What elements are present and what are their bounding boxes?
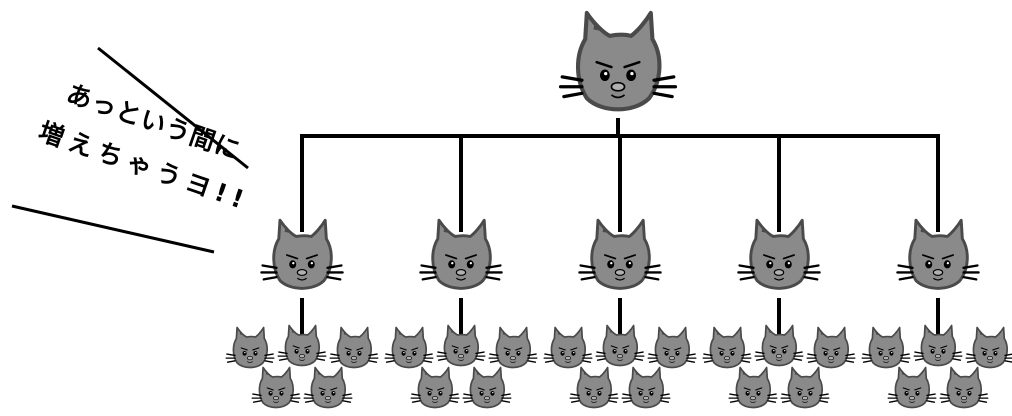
grandchild-cat-5-1-icon	[861, 326, 911, 369]
grandchild-cat-3-3-icon	[647, 326, 697, 369]
root-cat-icon	[561, 13, 676, 109]
grandchild-cat-5-4-icon	[887, 366, 937, 409]
grandchild-cat-4-4-icon	[728, 366, 778, 409]
grandchild-cat-3-1-icon	[543, 326, 593, 369]
grandchild-cat-4-5-icon	[780, 366, 830, 409]
grandchild-cat-3-5-icon	[621, 366, 671, 409]
grandchild-cat-4-3-icon	[806, 326, 856, 369]
grandchild-cat-2-3-icon	[488, 326, 538, 369]
grandchild-cat-1-1-icon	[225, 326, 275, 369]
grandchild-cat-5-5-icon	[939, 366, 989, 409]
grandchild-cat-3-4-icon	[569, 366, 619, 409]
grandchild-cat-4-1-icon	[702, 326, 752, 369]
grandchild-cat-2-4-icon	[410, 366, 460, 409]
grandchild-cat-5-3-icon	[965, 326, 1012, 369]
grandchild-cat-1-4-icon	[251, 366, 301, 409]
decor-line-bottom	[11, 204, 215, 254]
tree-connectors	[300, 118, 940, 334]
grandchild-cat-2-5-icon	[462, 366, 512, 409]
grandchild-cat-1-5-icon	[303, 366, 353, 409]
decor-line-top	[97, 46, 249, 170]
grandchild-cat-2-1-icon	[384, 326, 434, 369]
grandchild-cat-1-3-icon	[329, 326, 379, 369]
